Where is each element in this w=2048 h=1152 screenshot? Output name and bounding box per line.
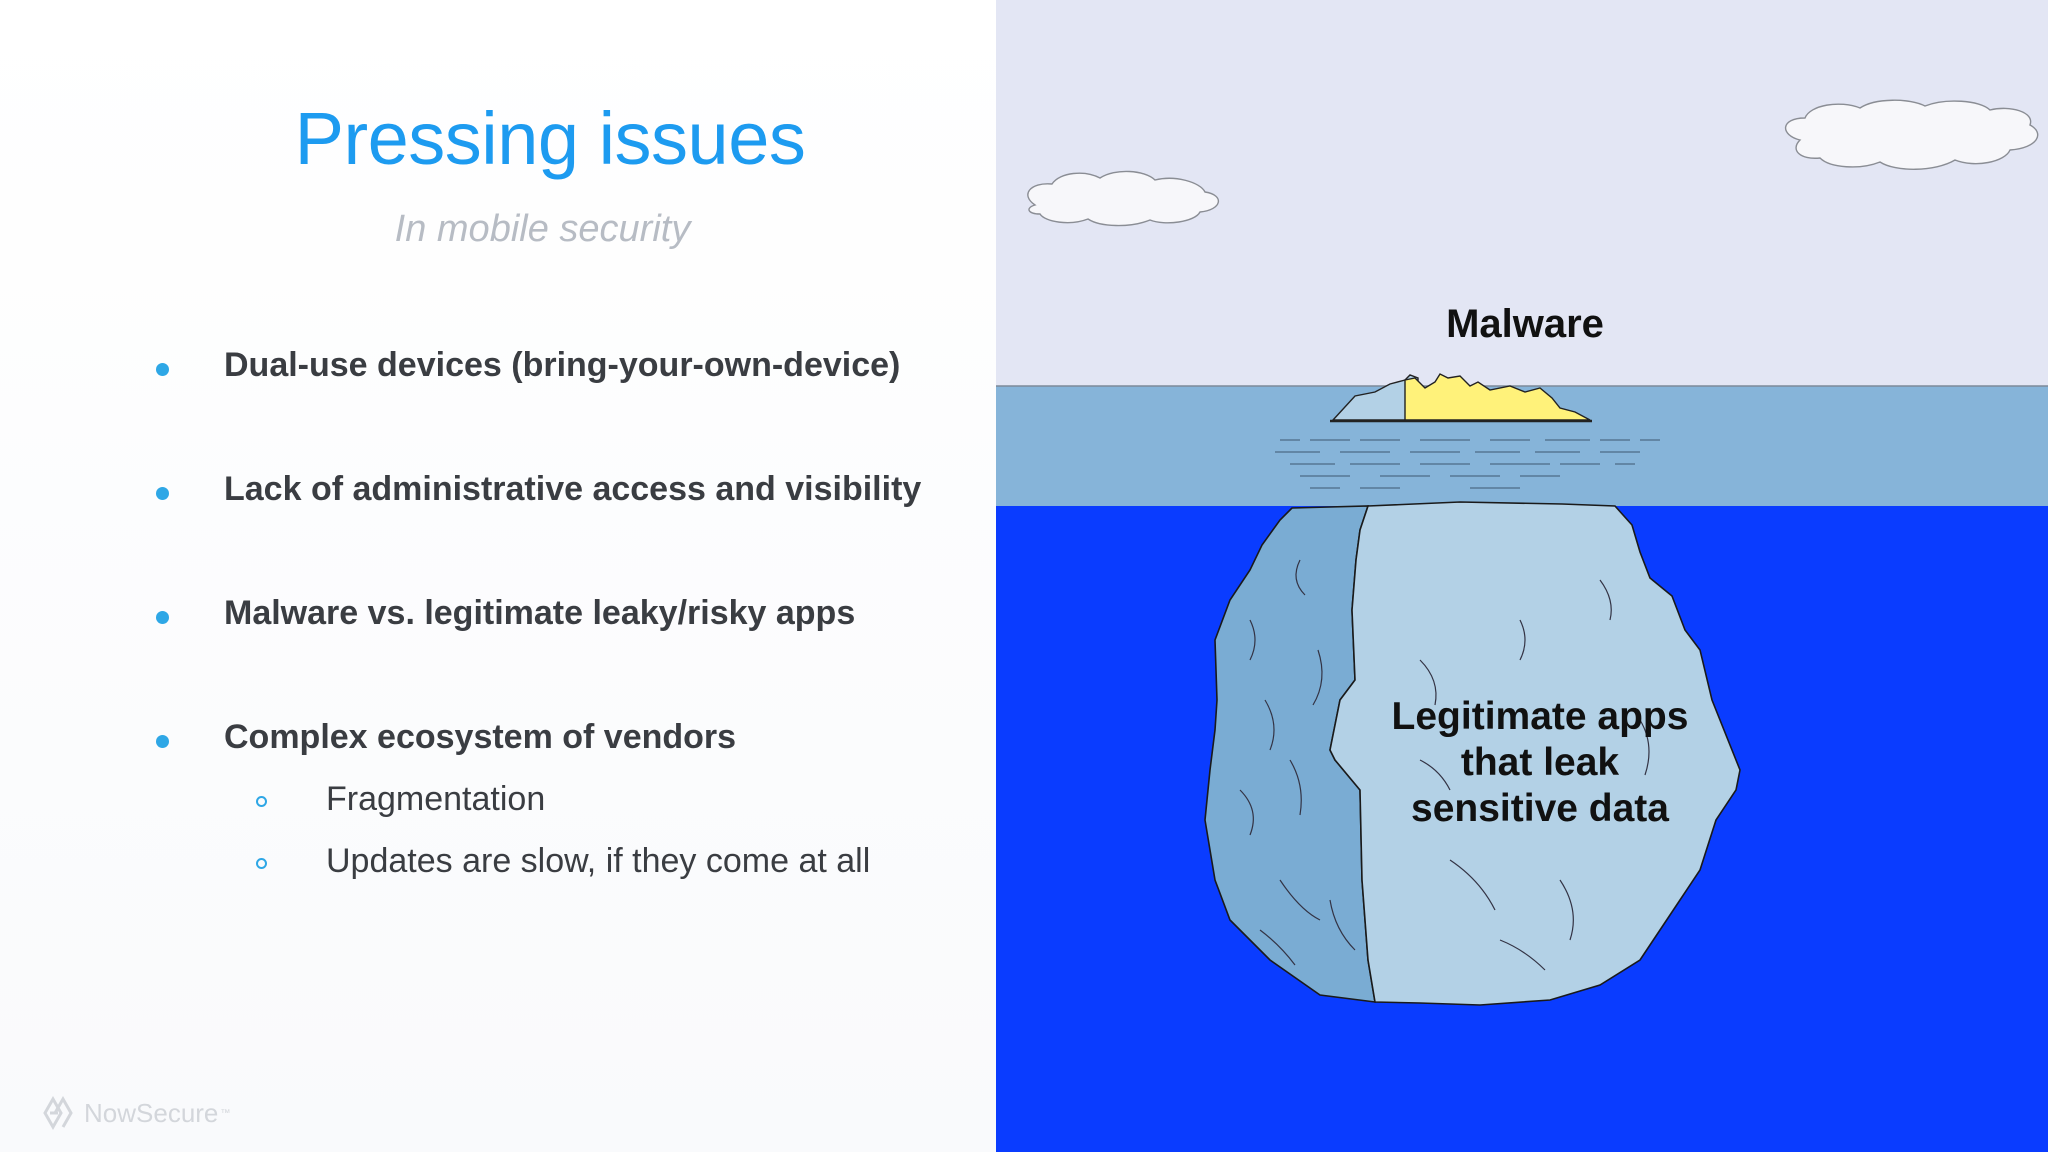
legit-label-line: Legitimate apps: [1391, 695, 1689, 738]
malware-label: Malware: [1446, 302, 1604, 346]
bullet-text: Malware vs. legitimate leaky/risky apps: [224, 594, 856, 632]
trademark-mark: ™: [220, 1107, 231, 1119]
bullet-dot-icon: [156, 611, 169, 624]
slide-content-panel: Pressing issues In mobile security Dual-…: [0, 0, 996, 1152]
sub-bullet-text: Fragmentation: [326, 780, 546, 818]
legit-label-line: that leak: [1460, 741, 1620, 785]
legit-label-line: sensitive data: [1411, 787, 1669, 831]
iceberg-body: [1204, 501, 1741, 1006]
bullet-text: Complex ecosystem of vendors: [224, 718, 737, 756]
circle-bullet-icon: [256, 858, 267, 869]
cloud-icon: [1784, 99, 2039, 170]
iceberg-illustration: [996, 0, 2048, 1152]
iceberg-tip: [1330, 373, 1592, 423]
water-ripples: [1275, 439, 1660, 489]
cloud-icon: [1027, 170, 1219, 227]
sub-bullet-text: Updates are slow, if they come at all: [326, 842, 871, 880]
bullet-dot-icon: [156, 487, 169, 500]
iceberg-texture: [1239, 559, 1650, 971]
logo-text: NowSecure: [84, 1097, 219, 1128]
nowsecure-logo-icon: [43, 1096, 73, 1130]
bullet-text: Lack of administrative access and visibi…: [224, 470, 922, 508]
bullet-text: Dual-use devices (bring-your-own-device): [224, 346, 901, 384]
bullet-list: Dual-use devices (bring-your-own-device)…: [0, 0, 996, 1152]
legitimate-apps-label: Legitimate apps that leak sensitive data: [1340, 694, 1740, 832]
bullet-dot-icon: [156, 735, 169, 748]
bullet-dot-icon: [156, 363, 169, 376]
circle-bullet-icon: [256, 796, 267, 807]
slide-title: Pressing issues: [294, 97, 806, 180]
slide-subtitle: In mobile security: [394, 208, 691, 250]
